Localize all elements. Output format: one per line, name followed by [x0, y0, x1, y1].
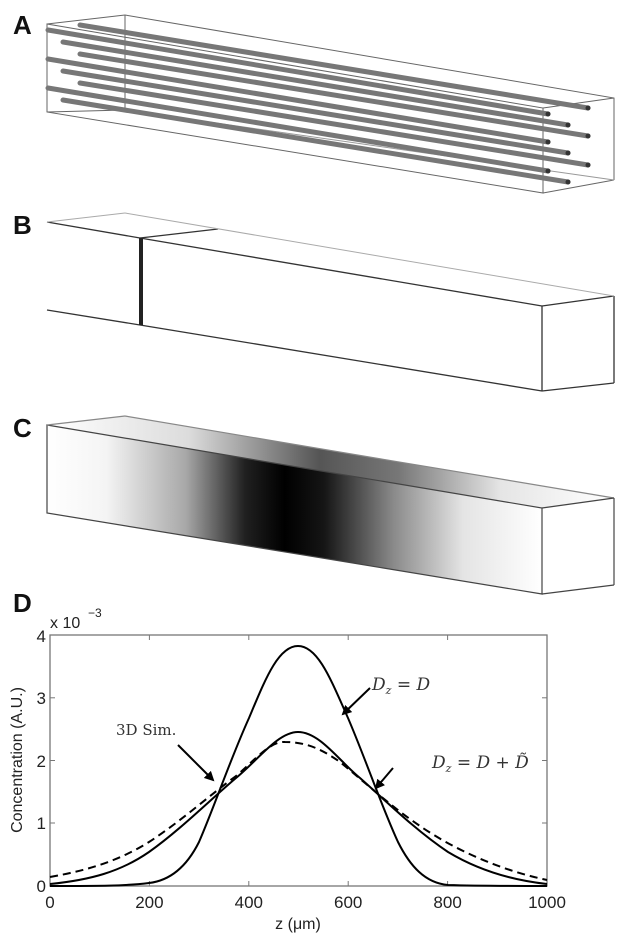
x-tick-0: 0	[45, 893, 54, 912]
y-tick-3: 3	[37, 689, 46, 708]
annotation-3d-sim: 3D Sim.	[116, 721, 176, 739]
y-tick-0: 0	[37, 877, 46, 896]
y-exponent: −3	[88, 606, 102, 620]
x-tick-1000: 1000	[528, 893, 566, 912]
curve-dz-d-dtilde	[49, 730, 548, 885]
y-multiplier: x 10	[50, 615, 80, 632]
x-tick-800: 800	[433, 893, 461, 912]
annotation-dz-d-plus-dtilde: Dz = D + D̃	[431, 753, 529, 775]
panel-a-fiber-box	[45, 14, 615, 194]
initial-band	[139, 238, 143, 325]
panel-label-b: B	[13, 210, 32, 240]
panel-c-diffused-box	[46, 415, 615, 595]
x-tick-600: 600	[334, 893, 362, 912]
y-tick-2: 2	[37, 752, 46, 771]
y-axis-label: Concentration (A.U.)	[9, 687, 26, 833]
curve-dz-d	[49, 644, 548, 887]
arrow-3d-sim	[177, 744, 215, 782]
panel-label-d: D	[13, 588, 32, 618]
panel-label-a: A	[13, 10, 32, 40]
curve-3d-sim	[49, 740, 548, 881]
x-tick-200: 200	[135, 893, 163, 912]
arrow-dz-d	[341, 687, 371, 716]
panel-label-c: C	[13, 413, 32, 443]
y-tick-1: 1	[37, 814, 46, 833]
annotation-dz-d: Dz = D	[371, 675, 430, 697]
x-tick-400: 400	[235, 893, 263, 912]
panel-b-initial-band-box	[46, 212, 615, 392]
y-tick-4: 4	[37, 627, 46, 646]
arrow-dz-d-dtilde	[374, 767, 394, 790]
x-axis-label: z (μm)	[275, 916, 321, 933]
